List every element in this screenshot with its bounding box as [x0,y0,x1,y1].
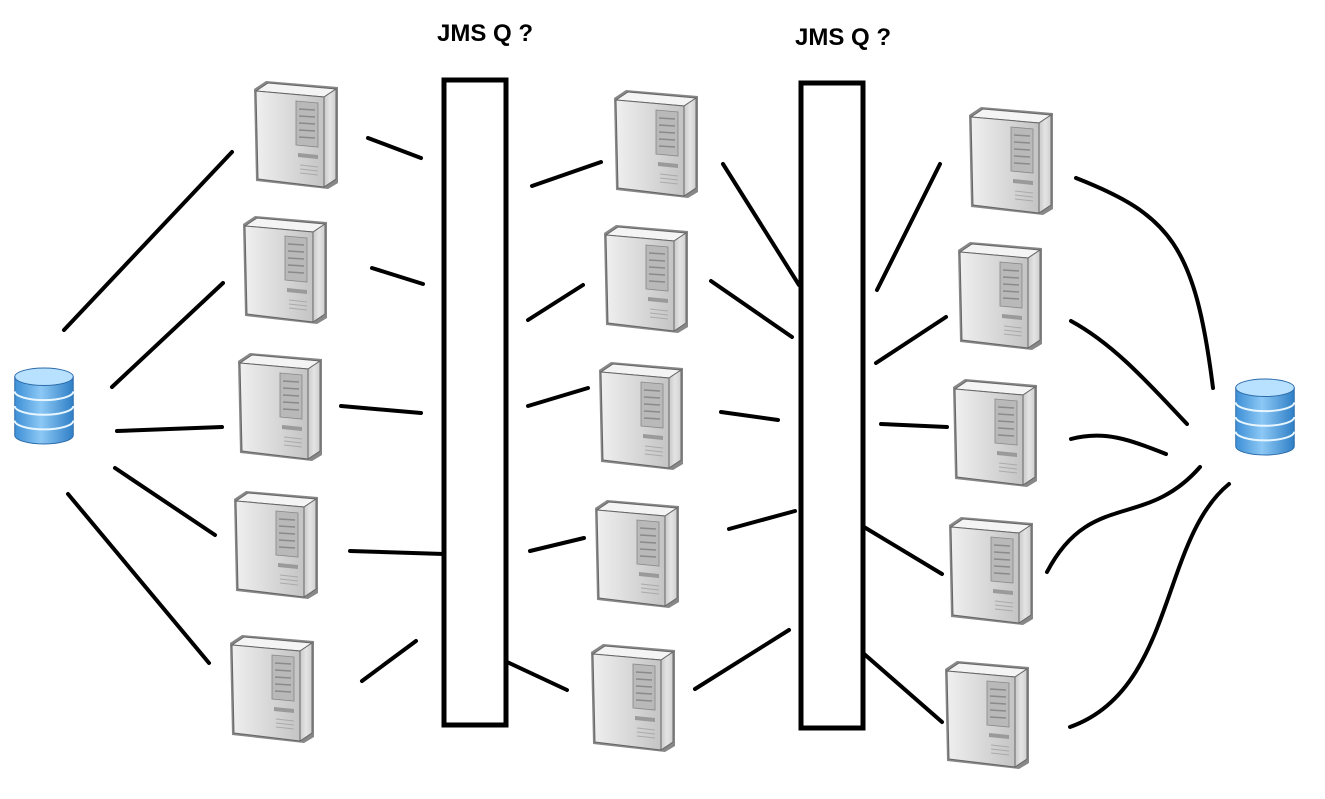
queue-1-label: JMS Q ? [437,20,534,47]
server-tower-icon [957,241,1043,351]
link-queue-consumer-5 [861,651,944,724]
link-processor-5-queue [693,628,791,691]
link-producer-1-queue [366,136,423,160]
connection-lines [62,136,1231,729]
link-queue-consumer-3 [879,422,949,429]
link-db-producer-4 [113,466,217,537]
server-tower-icon [944,660,1030,770]
queue-1-bar [441,77,509,728]
server-tower-icon [952,378,1038,488]
link-processor-3-queue [719,410,780,422]
server-tower-icon [613,89,699,199]
link-producer-4-queue [348,549,446,556]
link-producer-3-queue [339,404,423,415]
queue-2-bar [798,80,866,731]
link-producer-2-queue [370,266,425,286]
server-tower-icon [968,106,1054,216]
queue-2-label: JMS Q ? [795,24,892,51]
link-queue-processor-4 [528,536,586,553]
server-tower-icon [233,490,319,600]
link-consumer-2-db [1069,319,1189,426]
link-db-producer-2 [110,281,225,389]
link-db-producer-1 [62,150,234,332]
link-queue-processor-2 [526,283,585,322]
server-tower-icon [598,361,684,471]
link-queue-consumer-2 [874,315,948,365]
link-consumer-4-db [1045,465,1202,574]
link-processor-4-queue [727,509,797,531]
link-processor-1-queue [721,162,801,287]
link-db-producer-3 [115,425,224,433]
server-tower-icon [590,643,676,753]
server-tower-icon [242,215,328,325]
server-tower-icon [594,499,680,609]
link-queue-processor-1 [530,160,603,188]
link-queue-processor-3 [526,386,590,408]
database-icon [1234,378,1296,456]
link-queue-consumer-1 [875,162,942,292]
server-tower-icon [237,352,323,462]
link-consumer-1-db [1074,176,1215,390]
server-tower-icon [253,80,339,190]
link-db-producer-5 [66,492,211,665]
server-tower-icon [948,516,1034,626]
server-tower-icon [229,634,315,744]
link-queue-processor-5 [505,660,569,692]
link-processor-2-queue [709,279,794,339]
link-producer-5-queue [360,639,418,683]
server-tower-icon [603,224,689,334]
link-queue-consumer-4 [862,525,944,576]
database-icon [13,367,75,445]
link-consumer-3-db [1069,433,1168,456]
link-consumer-5-db [1068,482,1231,729]
